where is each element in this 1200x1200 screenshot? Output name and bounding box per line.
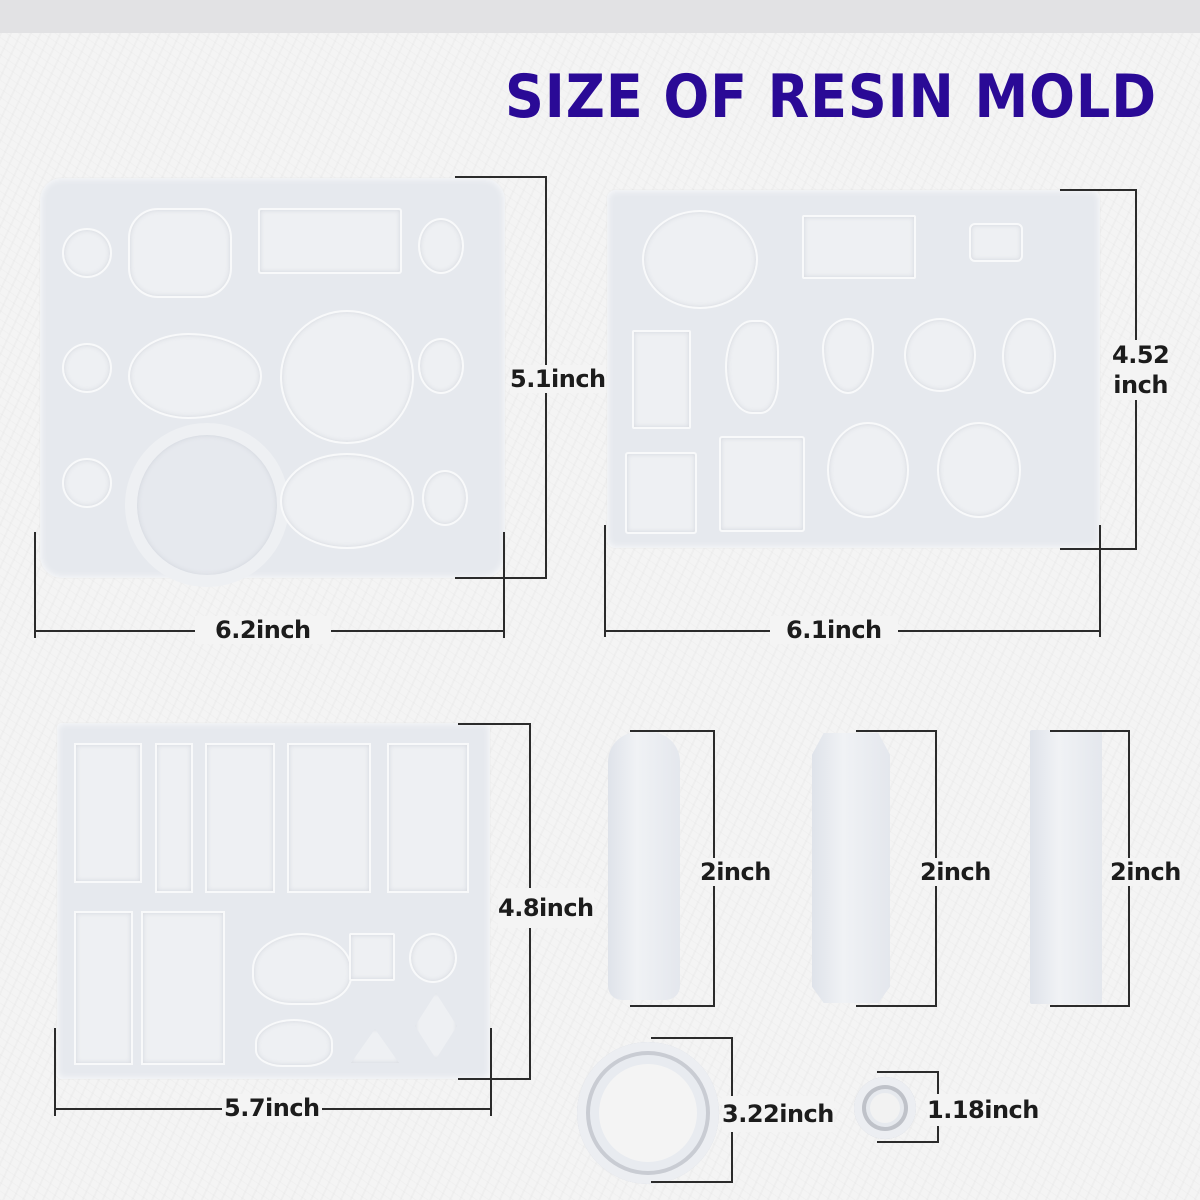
dim-tick: [458, 1078, 531, 1080]
cavity-triangle: [351, 1029, 399, 1063]
dim-tick: [1050, 730, 1130, 732]
large-ring-inner: [599, 1064, 697, 1162]
cavity-narrow-rectangle: [155, 743, 193, 893]
dim-tick: [1050, 1005, 1130, 1007]
cavity-teardrop-frame: [128, 333, 262, 419]
cavity-rectangle: [141, 911, 225, 1065]
dim-tick: [455, 176, 547, 178]
dim-tick: [630, 1005, 715, 1007]
width-label: 6.2inch: [195, 616, 331, 644]
cavity-oval: [1002, 318, 1056, 394]
mold-3: [57, 723, 490, 1079]
page-title: SIZE OF RESIN MOLD: [505, 62, 1157, 132]
cavity-d-shape: [725, 320, 779, 414]
large-ring-label: 3.22inch: [722, 1096, 834, 1132]
width-label: 6.1inch: [770, 616, 898, 644]
dim-tick: [630, 730, 715, 732]
square-tube-mold: [1030, 730, 1102, 1004]
dim-tick: [458, 723, 531, 725]
top-band: [0, 0, 1200, 33]
dim-tick: [1099, 525, 1101, 637]
cavity-circle: [937, 422, 1021, 518]
cavity-square: [625, 452, 697, 534]
cavity-puzzle-piece: [969, 223, 1023, 262]
small-ring-inner: [870, 1093, 900, 1123]
hexagon-tube-mold: [812, 733, 890, 1003]
cavity-rectangle: [632, 330, 691, 429]
cavity-rectangle: [287, 743, 371, 893]
mold-1: [40, 178, 505, 587]
cavity-circle: [62, 458, 112, 508]
cavity-rectangle: [802, 215, 916, 279]
cavity-circle-with-ring: [827, 422, 909, 518]
height-label-line2: inch: [1113, 371, 1168, 399]
tube-height-label: 2inch: [1110, 858, 1181, 886]
round-tube-mold: [608, 732, 680, 1000]
cavity-oval: [642, 210, 758, 309]
dim-tick: [1060, 548, 1137, 550]
dim-tick: [856, 730, 937, 732]
dim-tick: [490, 1028, 492, 1116]
cavity-oval: [422, 470, 468, 526]
dim-tick: [877, 1141, 939, 1143]
dim-tick: [455, 577, 547, 579]
dim-tick: [503, 532, 505, 638]
dim-tick: [34, 532, 36, 638]
cavity-circle: [62, 343, 112, 393]
height-label-line1: 4.52: [1112, 341, 1170, 369]
cavity-diamond: [415, 993, 457, 1059]
cavity-square: [719, 436, 805, 532]
dim-tick: [651, 1181, 733, 1183]
dim-tick: [604, 525, 606, 637]
height-label: 5.1inch: [510, 365, 606, 393]
dim-tick: [651, 1037, 733, 1039]
cavity-pebble: [252, 933, 352, 1005]
cavity-square: [349, 933, 395, 981]
width-label: 5.7inch: [222, 1094, 322, 1122]
cavity-circle: [904, 318, 976, 392]
cavity-hoop: [125, 423, 289, 587]
dim-tick: [877, 1071, 939, 1073]
cavity-rectangle: [387, 743, 469, 893]
cavity-heart-rectangle: [74, 911, 133, 1065]
tube-height-label: 2inch: [920, 858, 991, 886]
cavity-rectangle: [74, 743, 142, 883]
cavity-rounded-square-frame: [128, 208, 232, 298]
cavity-crescent: [280, 310, 414, 444]
small-ring-label: 1.18inch: [927, 1094, 1039, 1126]
height-label: 4.8inch: [498, 888, 594, 928]
cavity-teardrop: [822, 318, 874, 394]
cavity-monstera-leaf: [280, 453, 414, 549]
cavity-oval: [418, 218, 464, 274]
dim-tick: [856, 1005, 937, 1007]
cavity-circle: [62, 228, 112, 278]
height-label: 4.52 inch: [1112, 340, 1170, 400]
dim-tick: [54, 1028, 56, 1116]
cavity-circle: [409, 933, 457, 983]
cavity-rectangle-frame: [258, 208, 402, 274]
cavity-rectangle: [205, 743, 275, 893]
cavity-oval: [418, 338, 464, 394]
mold-2: [607, 190, 1100, 548]
cavity-small-pebble: [255, 1019, 333, 1067]
tube-height-label: 2inch: [700, 858, 771, 886]
dim-tick: [1060, 189, 1137, 191]
